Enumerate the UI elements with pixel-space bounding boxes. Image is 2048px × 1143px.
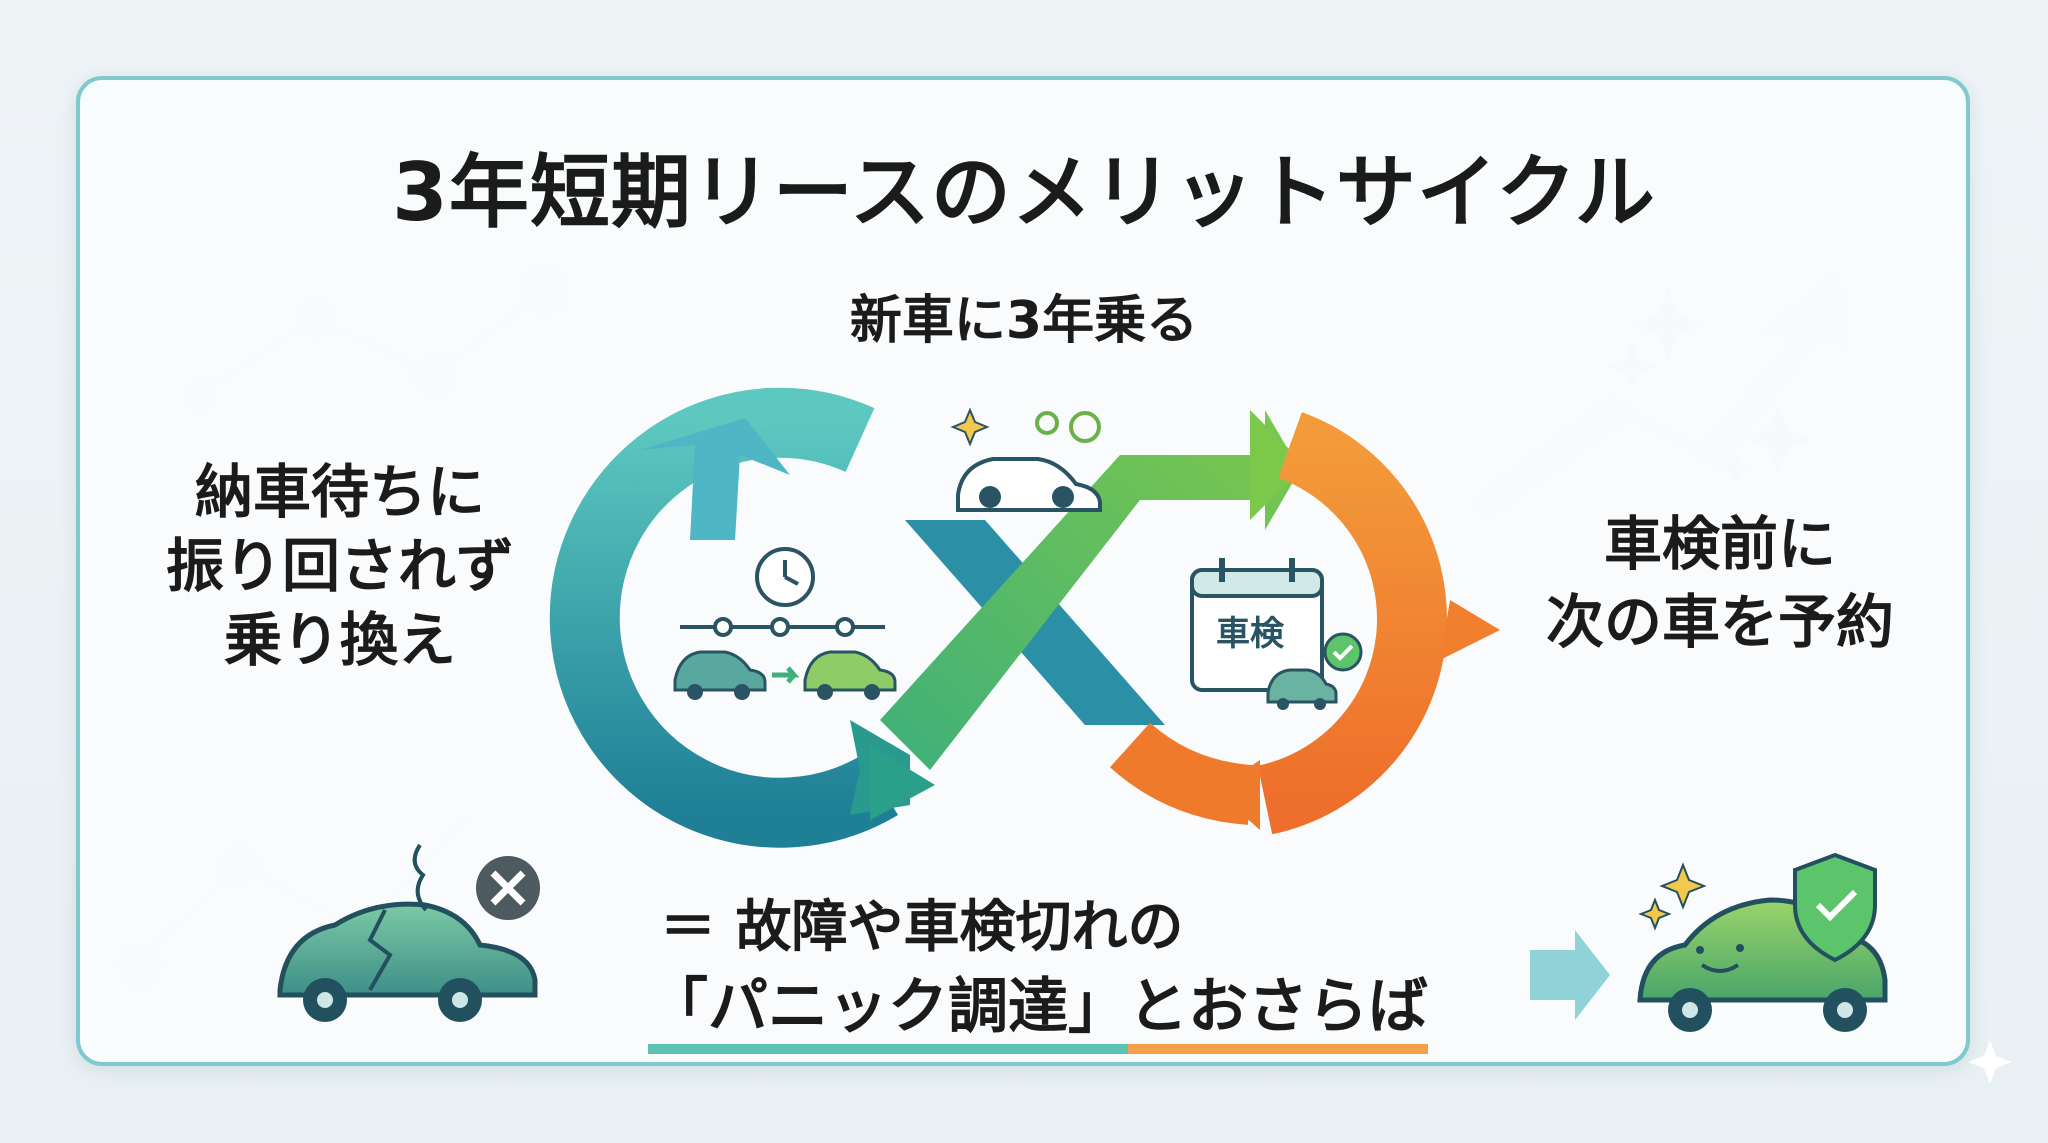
right-loop-arrow bbox=[1109, 412, 1500, 835]
sparkle-icon bbox=[1638, 862, 1707, 931]
new-car-icon bbox=[956, 457, 1102, 512]
cross-icon bbox=[476, 856, 540, 920]
panic-procurement-text: 「パニック調達」 bbox=[648, 972, 1128, 1054]
bottom-message-line2: 「パニック調達」とおさらば bbox=[648, 958, 1428, 1054]
broken-car-icon bbox=[277, 843, 538, 1022]
timeline-cars-icon bbox=[673, 617, 897, 700]
sparkle-icon bbox=[950, 407, 990, 447]
gear-icon bbox=[1035, 411, 1101, 443]
calendar-label: 車検 bbox=[1216, 614, 1284, 654]
right-step-label: 車検前に 次の車を予約 bbox=[1545, 510, 1894, 656]
top-step-label: 新車に3年乗る bbox=[849, 291, 1199, 351]
goodbye-text: とおさらば bbox=[1128, 972, 1428, 1054]
front-diagonal-arrow bbox=[880, 410, 1305, 770]
bottom-message-line1: ＝ 故障や車検切れの bbox=[660, 895, 1184, 960]
left-step-label: 納車待ちに 振り回されず 乗り換え bbox=[165, 458, 514, 674]
shield-check-icon bbox=[1793, 852, 1877, 963]
result-arrow-icon bbox=[1530, 930, 1610, 1020]
calendar-icon bbox=[1190, 558, 1363, 710]
page-title: 3年短期リースのメリットサイクル bbox=[392, 146, 1656, 239]
left-loop-arrow bbox=[549, 387, 935, 848]
clock-icon bbox=[755, 547, 815, 607]
